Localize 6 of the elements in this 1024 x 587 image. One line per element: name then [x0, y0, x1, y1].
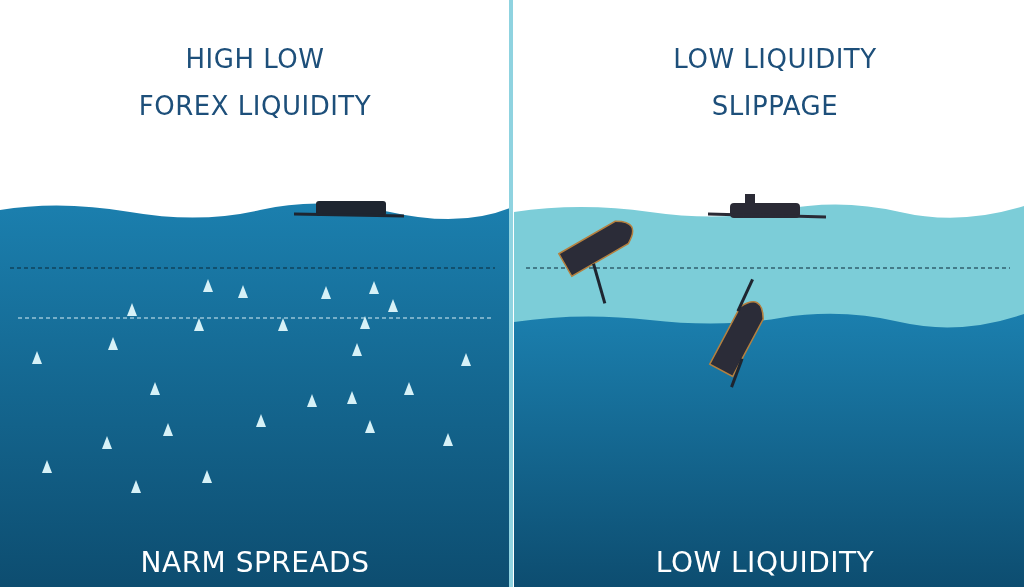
- caption-text: NARM SPREADS: [140, 546, 370, 579]
- heading-text: LOW LIQUIDITY: [673, 44, 877, 74]
- heading-text: SLIPPAGE: [711, 91, 839, 121]
- heading-text: HIGH LOW: [185, 44, 325, 74]
- heading-text: FOREX LIQUIDITY: [138, 91, 372, 121]
- caption-text: LOW LIQUIDITY: [655, 546, 875, 579]
